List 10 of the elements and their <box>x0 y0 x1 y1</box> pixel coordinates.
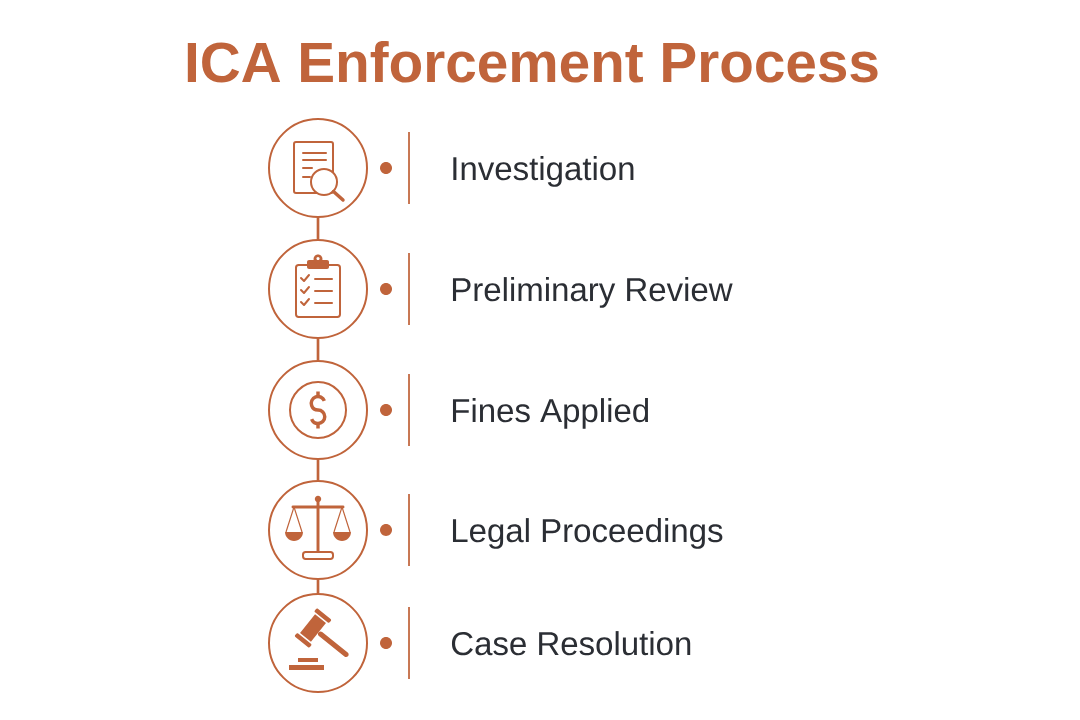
connector-line <box>316 218 320 239</box>
step-label: Legal Proceedings <box>452 518 723 549</box>
connector-line <box>316 580 320 593</box>
step-label: Fines Applied <box>452 398 649 429</box>
connector-line <box>316 460 320 480</box>
step-label: Investigation <box>453 156 634 187</box>
step-label: Preliminary Review <box>452 277 733 308</box>
connector-line <box>316 339 320 360</box>
step-label: Case Resolution <box>451 631 691 656</box>
title: ICA Enforcement Process <box>187 40 878 83</box>
